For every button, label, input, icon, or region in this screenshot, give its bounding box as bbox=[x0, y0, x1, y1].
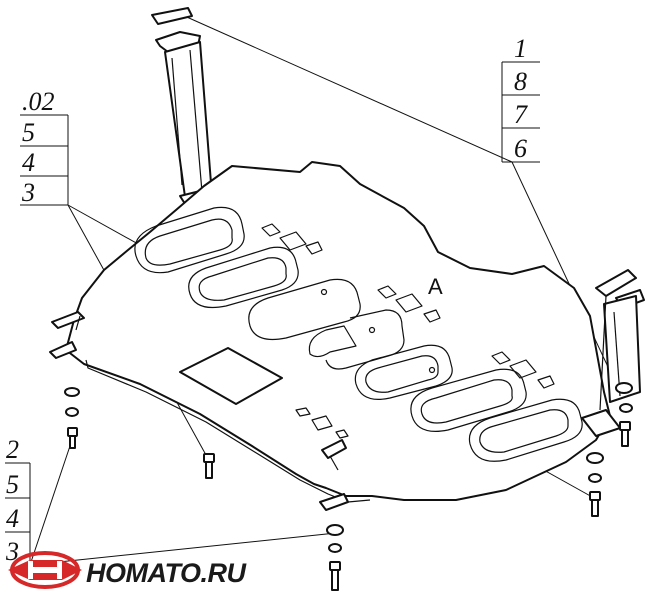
stamped-marks bbox=[261, 223, 555, 439]
fasteners bbox=[64, 382, 633, 591]
plate-letter: A bbox=[428, 274, 443, 299]
left-vertical-bracket bbox=[151, 7, 227, 219]
right-vertical-bracket bbox=[581, 269, 645, 437]
skid-plate: A bbox=[65, 161, 611, 503]
watermark: HOMATO.RU bbox=[8, 551, 248, 589]
front-middle-bracket bbox=[319, 439, 349, 511]
callout-label: 5 bbox=[22, 118, 35, 147]
callout-label: 8 bbox=[514, 67, 527, 96]
callout-label: 3 bbox=[21, 178, 35, 207]
callout-label: 7 bbox=[514, 100, 528, 129]
callout-label: 5 bbox=[6, 470, 19, 499]
callout-stack-top-right: 1 8 7 6 bbox=[501, 34, 540, 163]
watermark-text: HOMATO.RU bbox=[86, 558, 247, 588]
callout-label: 2 bbox=[6, 435, 19, 464]
car-logo-icon bbox=[8, 551, 82, 589]
callout-label: 4 bbox=[6, 504, 19, 533]
callout-label: 1 bbox=[514, 34, 527, 63]
callout-label: 4 bbox=[22, 148, 35, 177]
callout-label: .02 bbox=[22, 87, 55, 116]
callout-label: 3 bbox=[5, 537, 19, 566]
access-panel bbox=[179, 347, 283, 405]
left-front-bracket bbox=[49, 311, 85, 359]
stamped-ribs bbox=[134, 206, 583, 462]
callout-stack-top-left: .02 5 4 3 bbox=[20, 87, 69, 207]
callout-label: 6 bbox=[514, 134, 527, 163]
callout-stack-bottom-left: 2 5 4 3 bbox=[5, 435, 31, 566]
